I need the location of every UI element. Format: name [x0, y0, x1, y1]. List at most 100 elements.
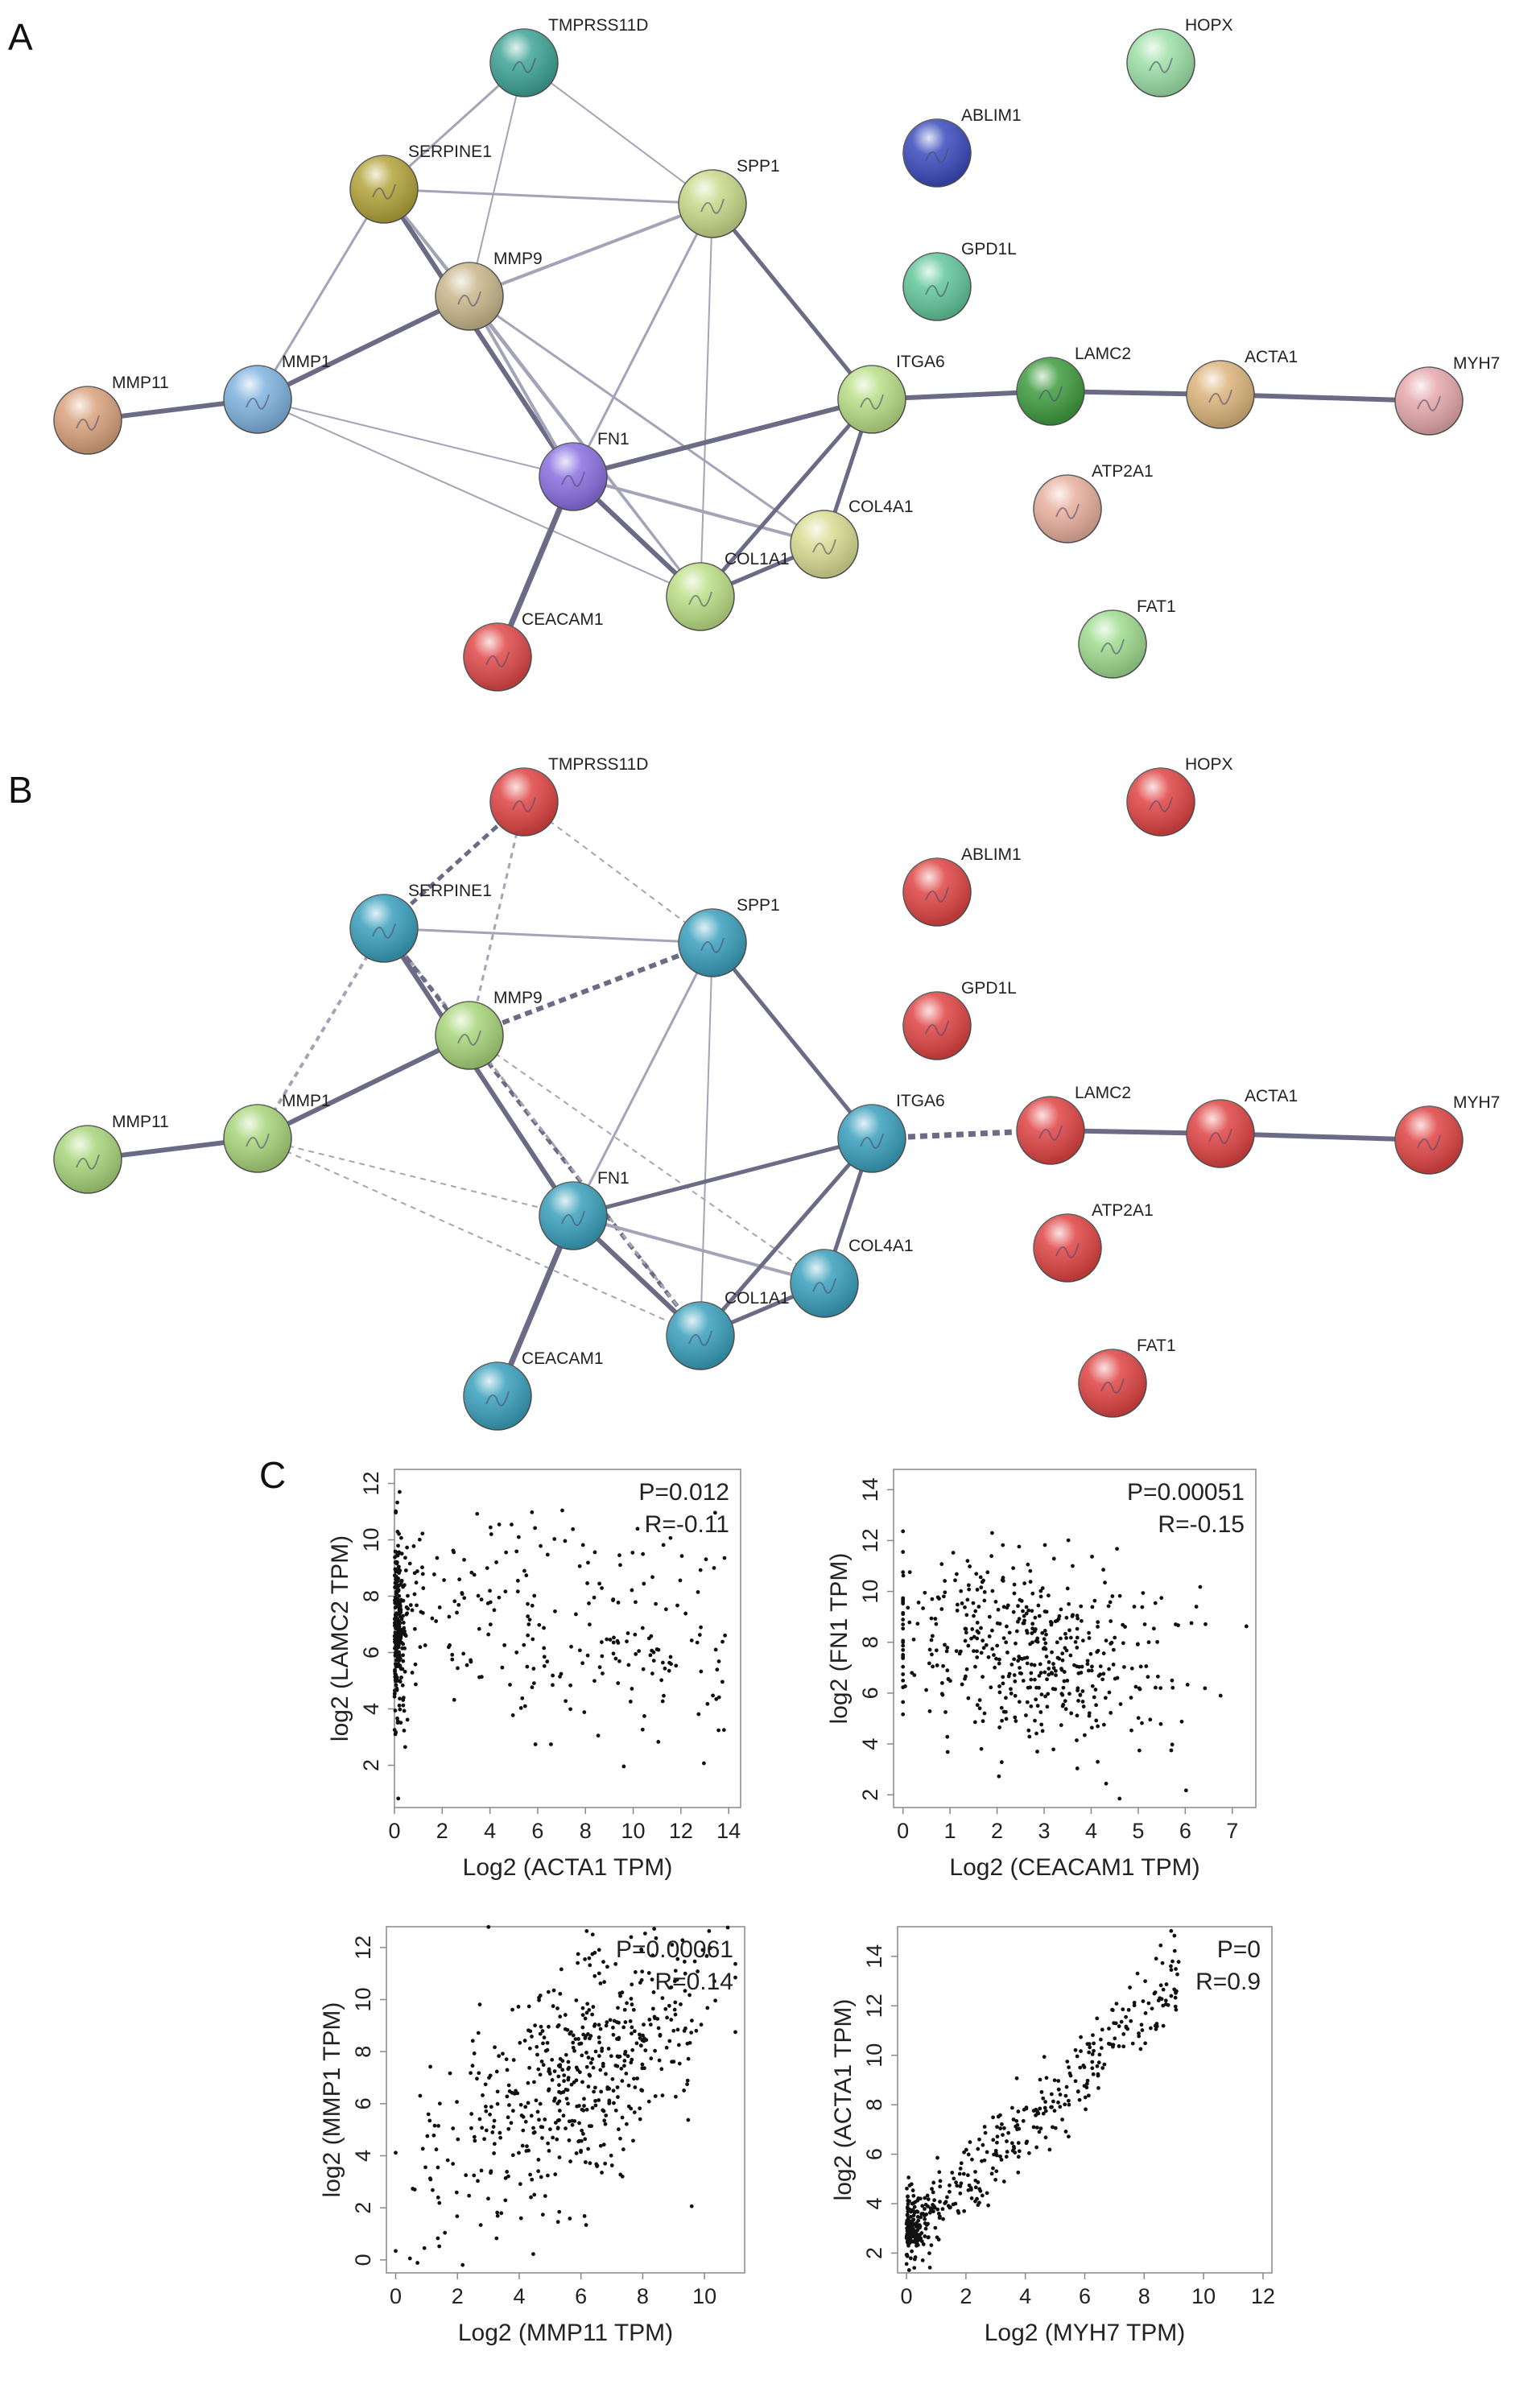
data-point — [1159, 1596, 1164, 1601]
data-point — [399, 1578, 404, 1583]
data-point — [987, 1614, 992, 1619]
node-itga6[interactable]: ITGA6 — [837, 353, 945, 434]
node-serpine1[interactable]: SERPINE1 — [349, 882, 492, 963]
data-point — [1079, 2035, 1083, 2039]
data-point — [1067, 1628, 1071, 1633]
node-col1a1[interactable]: COL1A1 — [666, 1289, 790, 1370]
node-shine — [490, 29, 558, 97]
node-gpd1l[interactable]: GPD1L — [902, 979, 1017, 1060]
node-tmprss11d[interactable]: TMPRSS11D — [489, 16, 648, 97]
data-point — [566, 2101, 570, 2106]
data-point — [995, 2125, 999, 2130]
node-fn1[interactable]: FN1 — [539, 1169, 630, 1250]
node-label: FN1 — [597, 430, 630, 448]
node-itga6[interactable]: ITGA6 — [837, 1092, 945, 1173]
node-serpine1[interactable]: SERPINE1 — [349, 143, 492, 224]
data-point — [971, 1601, 976, 1605]
node-fn1[interactable]: FN1 — [539, 430, 630, 511]
node-myh7[interactable]: MYH7 — [1394, 1093, 1500, 1175]
x-tick-label: 2 — [452, 2284, 464, 2308]
data-point — [551, 1683, 555, 1688]
node-mmp11[interactable]: MMP11 — [53, 374, 169, 455]
data-point — [420, 1610, 425, 1615]
data-point — [956, 2211, 961, 2215]
node-mmp1[interactable]: MMP1 — [223, 1092, 331, 1173]
data-point — [1025, 1661, 1030, 1666]
node-ablim1[interactable]: ABLIM1 — [902, 106, 1022, 188]
data-point — [1040, 1630, 1045, 1635]
data-point — [1163, 1998, 1168, 2003]
plot-frame — [386, 1926, 745, 2274]
data-point — [593, 2103, 598, 2108]
data-point — [1000, 2122, 1004, 2126]
node-col4a1[interactable]: COL4A1 — [790, 498, 914, 579]
data-point — [634, 1600, 638, 1605]
data-point — [455, 2100, 459, 2105]
node-hopx[interactable]: HOPX — [1126, 16, 1233, 97]
node-lamc2[interactable]: LAMC2 — [1016, 345, 1131, 426]
node-label: TMPRSS11D — [548, 755, 648, 774]
node-mmp1[interactable]: MMP1 — [223, 353, 331, 434]
data-point — [434, 1619, 439, 1623]
data-point — [420, 1565, 424, 1570]
node-ceacam1[interactable]: CEACAM1 — [463, 610, 604, 692]
data-point — [1050, 1671, 1055, 1676]
node-ceacam1[interactable]: CEACAM1 — [463, 1349, 604, 1431]
data-point — [1198, 1585, 1203, 1589]
data-point — [923, 2234, 927, 2238]
node-gpd1l[interactable]: GPD1L — [902, 240, 1017, 321]
node-acta1[interactable]: ACTA1 — [1186, 348, 1298, 429]
node-fat1[interactable]: FAT1 — [1078, 597, 1176, 679]
data-point — [401, 1621, 406, 1625]
data-point — [557, 2209, 562, 2214]
data-point — [964, 1667, 969, 1671]
node-lamc2[interactable]: LAMC2 — [1016, 1084, 1131, 1165]
node-col4a1[interactable]: COL4A1 — [790, 1237, 914, 1318]
data-point — [995, 2134, 1000, 2139]
data-point — [1001, 2133, 1005, 2138]
data-point — [901, 1601, 906, 1605]
data-point — [932, 2198, 937, 2203]
data-point — [616, 1681, 621, 1685]
data-point — [905, 2213, 910, 2217]
node-col1a1[interactable]: COL1A1 — [666, 550, 790, 631]
node-ablim1[interactable]: ABLIM1 — [902, 845, 1022, 927]
data-point — [705, 2006, 710, 2010]
data-point — [426, 2112, 431, 2117]
node-shine — [667, 563, 734, 630]
node-acta1[interactable]: ACTA1 — [1186, 1087, 1298, 1168]
data-point — [913, 2255, 918, 2259]
data-point — [470, 2064, 475, 2068]
data-point — [495, 2089, 500, 2094]
data-point — [430, 1616, 435, 1621]
data-point — [516, 2004, 521, 2009]
data-point — [667, 1668, 671, 1673]
data-point — [650, 1575, 654, 1580]
node-spp1[interactable]: SPP1 — [678, 157, 780, 238]
data-point — [623, 2020, 628, 2024]
node-atp2a1[interactable]: ATP2A1 — [1033, 462, 1154, 543]
data-point — [1076, 2089, 1080, 2093]
data-point — [1091, 2033, 1095, 2038]
data-point — [923, 2196, 927, 2200]
node-spp1[interactable]: SPP1 — [678, 896, 780, 977]
data-point — [976, 2146, 981, 2151]
node-atp2a1[interactable]: ATP2A1 — [1033, 1201, 1154, 1283]
data-point — [558, 2014, 563, 2019]
data-point — [946, 1677, 951, 1682]
data-point — [969, 1636, 973, 1641]
node-mmp9[interactable]: MMP9 — [435, 250, 543, 331]
node-mmp9[interactable]: MMP9 — [435, 989, 543, 1070]
node-fat1[interactable]: FAT1 — [1078, 1337, 1176, 1418]
data-point — [930, 1597, 935, 1601]
data-point — [395, 1716, 399, 1721]
node-tmprss11d[interactable]: TMPRSS11D — [489, 755, 648, 837]
data-point — [397, 1703, 402, 1708]
data-point — [401, 1598, 406, 1603]
data-point — [531, 2130, 536, 2135]
node-mmp11[interactable]: MMP11 — [53, 1113, 169, 1194]
node-hopx[interactable]: HOPX — [1126, 755, 1233, 837]
data-point — [1158, 1721, 1163, 1726]
data-point — [952, 2176, 956, 2181]
node-myh7[interactable]: MYH7 — [1394, 354, 1500, 436]
